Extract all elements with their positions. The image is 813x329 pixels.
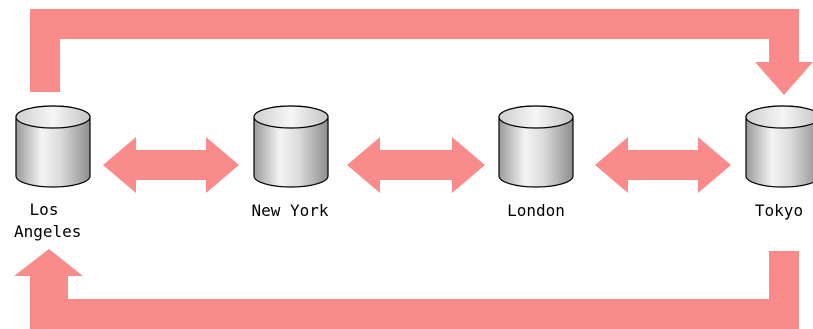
- bottom-replication-arrow: [14, 249, 799, 329]
- los-angeles-database-icon: [15, 105, 91, 188]
- tokyo-label: Tokyo: [754, 201, 804, 220]
- ny-london-bidirectional-arrow: [347, 137, 485, 193]
- london-label: London: [507, 201, 565, 220]
- london-database-icon: [498, 105, 574, 188]
- new-york-database-icon: [253, 105, 329, 188]
- top-replication-arrow: [30, 9, 813, 95]
- london-tokyo-bidirectional-arrow: [595, 137, 731, 193]
- los-angeles-label: Los Angeles: [14, 200, 82, 241]
- la-ny-bidirectional-arrow: [103, 137, 239, 193]
- new-york-label: New York: [251, 201, 329, 220]
- tokyo-database-icon: [745, 105, 813, 188]
